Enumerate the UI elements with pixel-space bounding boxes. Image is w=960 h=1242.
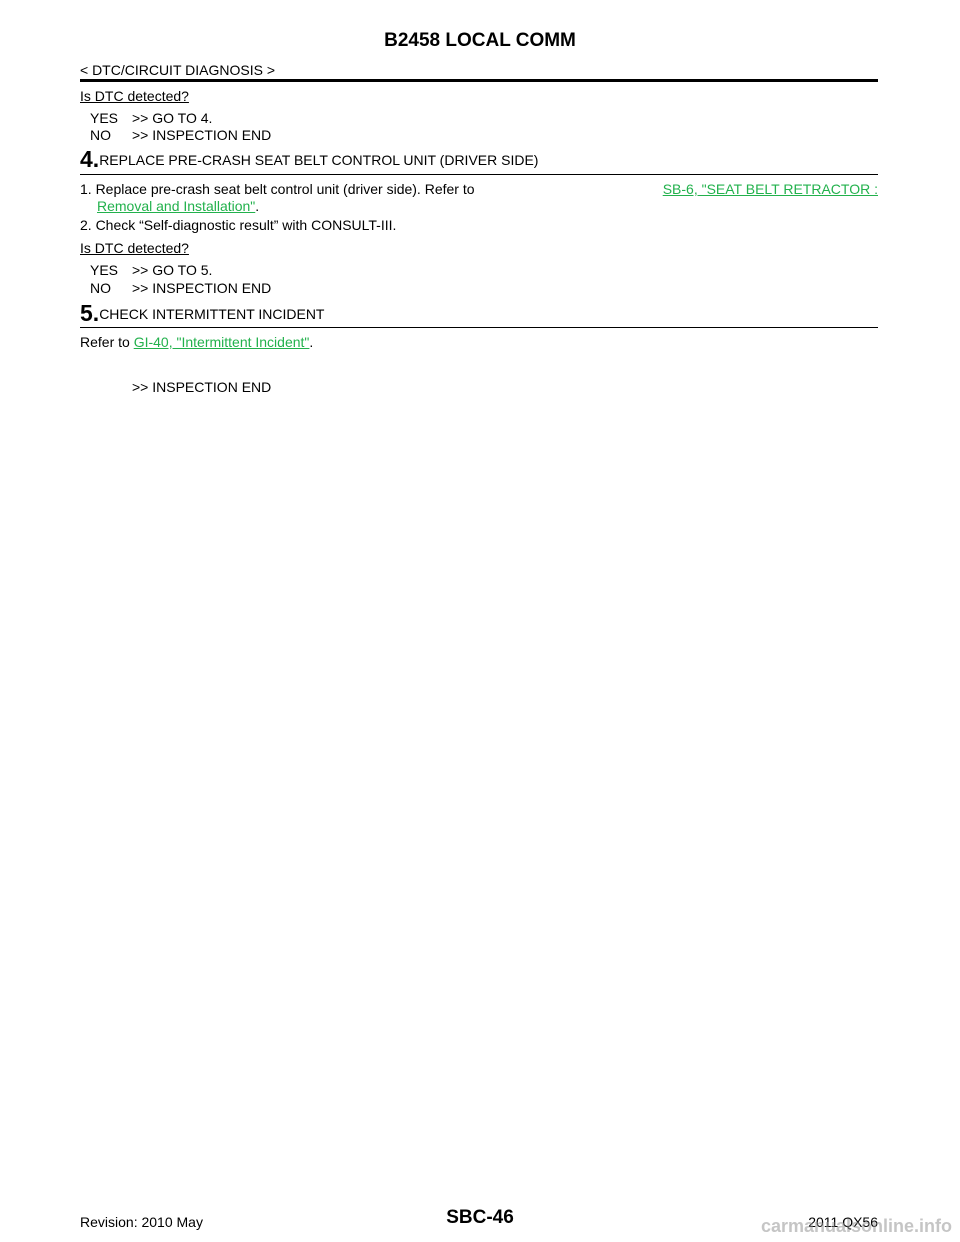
dtc-question: Is DTC detected? <box>80 88 189 104</box>
refer-label: Refer to <box>80 334 130 350</box>
period: . <box>309 334 314 350</box>
step-5-title: CHECK INTERMITTENT INCIDENT <box>99 306 325 322</box>
yes-label: YES <box>90 110 119 126</box>
step-4-item-1-text: 1. Replace pre-crash seat belt control u… <box>80 181 475 197</box>
yes-label-2: YES <box>90 262 119 278</box>
no-label-2: NO <box>90 280 111 296</box>
no-label: NO <box>90 127 111 143</box>
header-divider <box>80 79 878 82</box>
revision-date: Revision: 2010 May <box>80 1214 203 1230</box>
period: . <box>255 198 260 214</box>
page-code: SBC-46 <box>446 1207 514 1228</box>
step-4-item-2: 2. Check “Self-diagnostic result” with C… <box>80 217 397 233</box>
step-4-item-1-cont: Removal and Installation". <box>97 198 259 214</box>
breadcrumb: < DTC/CIRCUIT DIAGNOSIS > <box>80 62 275 78</box>
gi40-link[interactable]: GI-40, "Intermittent Incident" <box>133 334 310 350</box>
sb6-link-cont[interactable]: Removal and Installation" <box>97 198 256 214</box>
step-4-heading: 4.REPLACE PRE-CRASH SEAT BELT CONTROL UN… <box>80 146 538 173</box>
inspection-end: >> INSPECTION END <box>132 379 272 395</box>
dtc-question-2: Is DTC detected? <box>80 240 189 256</box>
no-action-2: >> INSPECTION END <box>132 280 272 296</box>
step-5-divider <box>80 327 878 328</box>
step-4-item-1: 1. Replace pre-crash seat belt control u… <box>80 181 878 197</box>
step-5-refer: Refer to GI-40, "Intermittent Incident". <box>80 334 313 350</box>
model-name: 2011 QX56 <box>808 1214 878 1230</box>
yes-action-2: >> GO TO 5. <box>132 262 213 278</box>
step-4-divider <box>80 174 878 175</box>
step-5-number: 5. <box>80 300 100 326</box>
page-title: B2458 LOCAL COMM <box>384 30 576 51</box>
yes-action: >> GO TO 4. <box>132 110 213 126</box>
step-5-heading: 5.CHECK INTERMITTENT INCIDENT <box>80 300 325 327</box>
watermark: carmanualsonline.info <box>760 1216 952 1236</box>
step-4-number: 4. <box>80 146 100 172</box>
no-action: >> INSPECTION END <box>132 127 272 143</box>
sb6-link[interactable]: SB-6, "SEAT BELT RETRACTOR : <box>662 181 878 197</box>
step-4-title: REPLACE PRE-CRASH SEAT BELT CONTROL UNIT… <box>99 152 539 168</box>
